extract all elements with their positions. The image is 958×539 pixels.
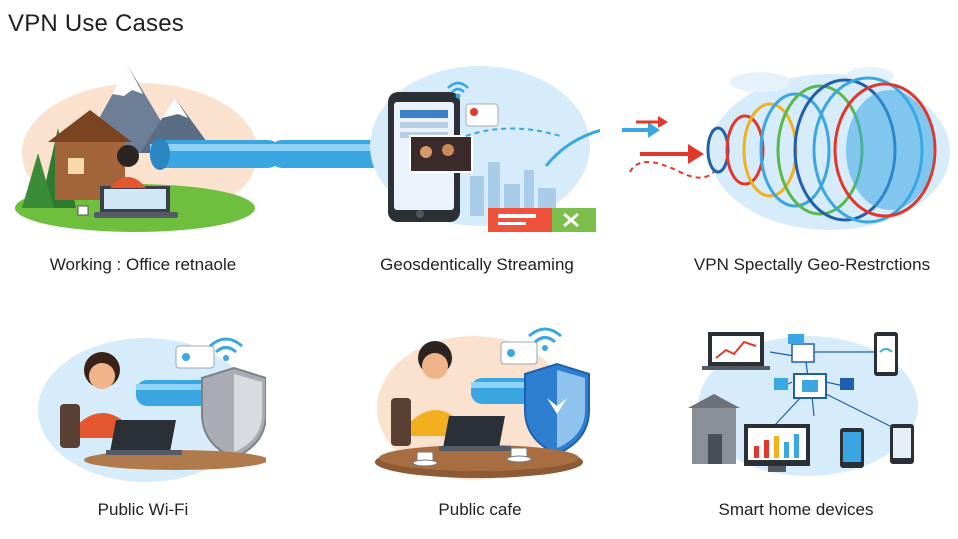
wifi-icon <box>528 327 562 344</box>
geo-restriction-illustration <box>622 67 950 230</box>
case-caption-geo-restrictions: VPN Spectally Geo-Restrctions <box>693 255 931 274</box>
cabin-icon <box>48 110 132 142</box>
page-title: VPN Use Cases <box>8 10 184 37</box>
close-icon <box>563 212 579 228</box>
cup-icon <box>77 205 89 216</box>
video-thumbnail <box>409 135 473 173</box>
red-arrow-icon <box>688 144 704 164</box>
streaming-illustration <box>270 66 600 232</box>
case-caption-streaming: Geosdentically Streaming <box>380 255 574 274</box>
laptop-icon <box>443 416 505 448</box>
case-caption-public-cafe: Public cafe <box>438 500 522 519</box>
house-icon <box>688 394 740 408</box>
laptop-icon <box>110 420 176 452</box>
public-cafe-illustration <box>375 327 590 480</box>
public-wifi-illustration <box>38 337 266 482</box>
remote-work-illustration <box>15 66 280 232</box>
case-caption-smart-home: Smart home devices <box>718 500 874 519</box>
wifi-icon <box>209 337 243 354</box>
case-caption-remote-work: Working : Office retnaole <box>49 255 237 274</box>
case-caption-public-wifi: Public Wi-Fi <box>97 500 189 519</box>
smart-home-illustration <box>688 332 918 476</box>
wifi-icon <box>447 81 469 93</box>
person-icon <box>117 145 139 167</box>
